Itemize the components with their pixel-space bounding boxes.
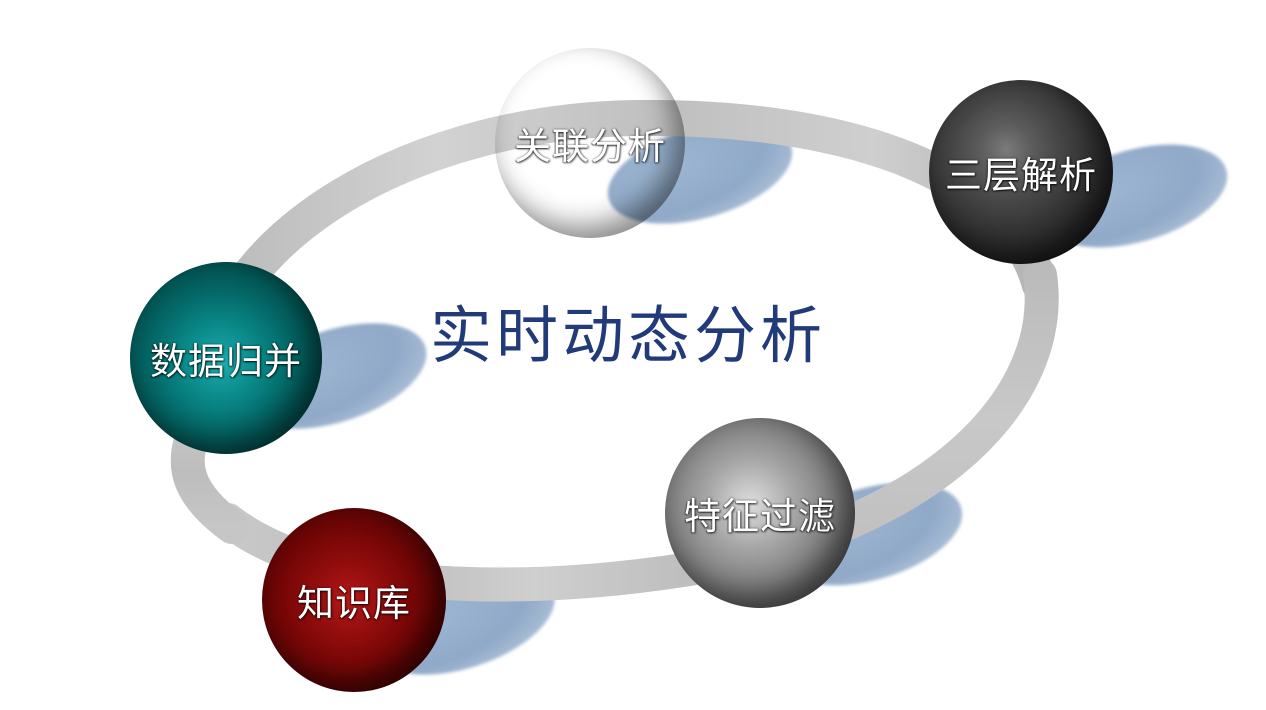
node-label: 数据归并 [150,342,302,383]
node-three-layer-parsing[interactable]: 三层解析 [929,80,1113,264]
node-label: 关联分析 [514,127,666,168]
node-label: 特征过滤 [684,497,836,538]
page-title: 实时动态分析 [430,303,827,371]
node-label: 三层解析 [945,156,1097,197]
node-knowledge-base[interactable]: 知识库 [262,508,446,692]
node-data-merge[interactable]: 数据归并 [130,262,322,454]
node-label: 知识库 [297,584,411,625]
node-association-analysis[interactable]: 关联分析 [495,48,685,238]
node-feature-filter[interactable]: 特征过滤 [665,418,855,608]
